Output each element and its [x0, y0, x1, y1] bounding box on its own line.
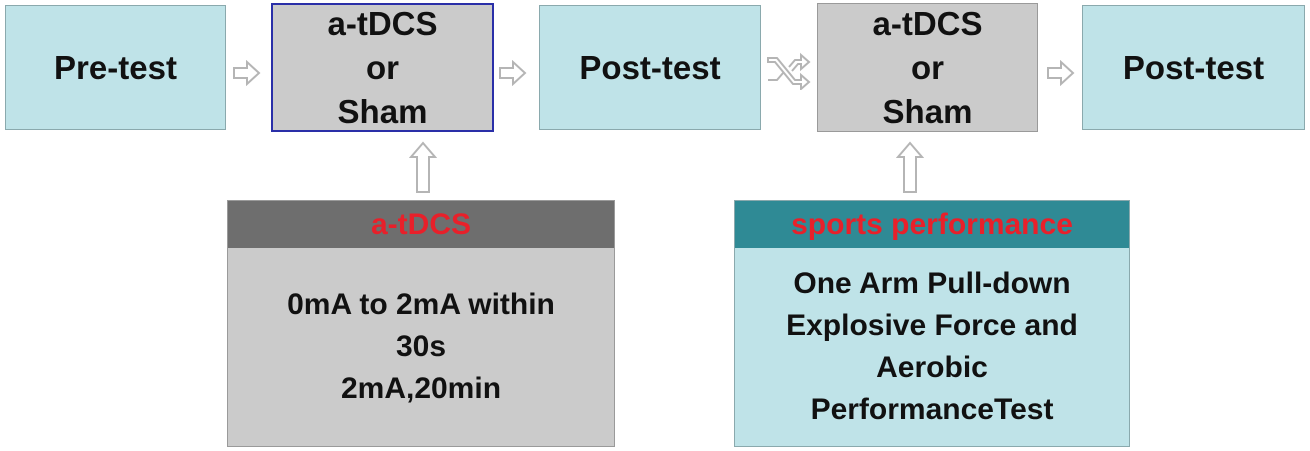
right-arrow-icon [233, 60, 261, 86]
performance-line-4: PerformanceTest [810, 393, 1054, 426]
tdcs-line-3: 2mA,20min [340, 372, 502, 405]
performance-line-1: One Arm Pull-down [793, 267, 1071, 300]
stim1-line-3: Sham [337, 92, 428, 130]
tdcs-panel [227, 200, 615, 447]
pre-test-label: Pre-test [54, 48, 177, 86]
right-arrow-icon [499, 60, 527, 86]
stim1-line-1: a-tDCS [327, 4, 438, 42]
tdcs-panel-header: a-tDCS [228, 201, 614, 248]
stimulation-box-1: a-tDCS or Sham [271, 3, 494, 132]
pre-test-box: Pre-test [5, 5, 226, 130]
stim2-line-3: Sham [882, 92, 973, 130]
stim2-line-1: a-tDCS [872, 4, 983, 42]
performance-panel-body: One Arm Pull-down Explosive Force and Ae… [735, 248, 1129, 446]
tdcs-panel-body: 0mA to 2mA within 30s 2mA,20min [228, 248, 614, 446]
performance-line-3: Aerobic [876, 351, 988, 384]
stimulation-box-2: a-tDCS or Sham [817, 3, 1038, 132]
performance-panel-header: sports performance [735, 201, 1129, 248]
tdcs-line-2: 30s [395, 330, 447, 363]
stim2-line-2: or [910, 48, 944, 86]
performance-panel-title: sports performance [791, 207, 1073, 241]
tdcs-panel-title: a-tDCS [370, 207, 471, 241]
tdcs-line-1: 0mA to 2mA within [287, 288, 555, 321]
up-arrow-icon [409, 141, 437, 193]
post-test-label-1: Post-test [579, 48, 721, 86]
post-test-box-2: Post-test [1082, 5, 1305, 130]
performance-panel [734, 200, 1130, 447]
up-arrow-icon [896, 141, 924, 193]
post-test-box-1: Post-test [539, 5, 761, 130]
right-arrow-icon [1047, 60, 1075, 86]
performance-line-2: Explosive Force and [786, 309, 1078, 342]
crossover-icon [767, 52, 811, 90]
stim1-line-2: or [365, 48, 399, 86]
post-test-label-2: Post-test [1122, 48, 1265, 86]
